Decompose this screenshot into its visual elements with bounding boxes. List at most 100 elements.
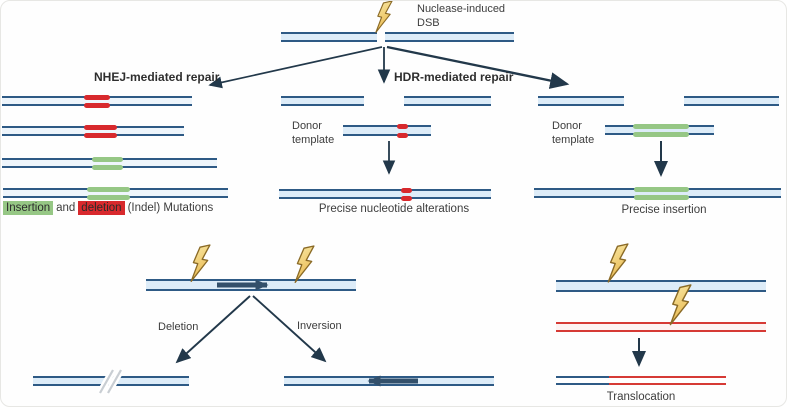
- dna-strand-bottom: [404, 104, 491, 106]
- dna-fill: [556, 323, 766, 331]
- dna-fill: [556, 281, 766, 291]
- dna-strand-top: [281, 32, 377, 34]
- nhej-row-insertion-1: [2, 156, 217, 170]
- lightning-bolt-icon: [375, 1, 393, 33]
- dna-strand-top: [343, 125, 431, 127]
- caption-and: and: [56, 202, 76, 214]
- deletion-segment: [84, 132, 117, 138]
- hdr-donor-template-dna: [343, 123, 431, 138]
- dna-strand-bottom: [684, 104, 779, 106]
- dna-strand-bottom: [343, 134, 431, 136]
- nhej-row-deletion-1: [2, 94, 192, 108]
- nhej-row-deletion-2: [2, 124, 184, 138]
- dna-strand-top: [146, 279, 356, 281]
- nhej-row-insertion-2: [3, 186, 228, 200]
- chromosome-blue-dna: [556, 280, 766, 292]
- dsb-dna-right: [385, 32, 514, 42]
- insertion-donor-template-label: Donor template: [552, 120, 595, 146]
- insertion-segment: [92, 164, 123, 170]
- dna-fill: [2, 97, 192, 105]
- translocation-product-dna: [556, 376, 726, 385]
- insertion-segment: [87, 194, 130, 200]
- deletion-segment: [84, 94, 110, 100]
- lightning-bolt-icon: [607, 243, 629, 283]
- hdr-product-dna: [279, 187, 491, 201]
- dna-strand-bottom: [146, 289, 356, 291]
- dna-strand-bottom: [556, 330, 766, 332]
- dna-strand-top: [281, 96, 364, 98]
- dna-strand-top: [556, 322, 766, 324]
- insertion-segment: [87, 186, 130, 192]
- translocation-caption: Translocation: [606, 391, 676, 403]
- dna-strand-bottom: [538, 104, 624, 106]
- dna-strand-top: [538, 96, 624, 98]
- dna-fill: [281, 33, 377, 41]
- hdr-title: HDR-mediated repair: [394, 70, 514, 84]
- deletion-segment: [84, 102, 110, 108]
- chromosome-red-dna: [556, 322, 766, 332]
- insert-segment: [634, 194, 689, 200]
- dna-fill: [343, 126, 431, 135]
- dna-strand-top: [684, 96, 779, 98]
- insert-segment: [634, 186, 689, 192]
- dna-strand-top: [33, 376, 189, 378]
- insertion-broken-dna-right: [684, 96, 779, 106]
- insertion-highlight: Insertion: [3, 201, 54, 216]
- dsb-label: Nuclease-induced DSB: [417, 3, 506, 29]
- dna-fill: [605, 126, 714, 134]
- hdr-donor-template-label: Donor template: [292, 120, 335, 146]
- insertion-product-dna: [534, 186, 781, 200]
- nucleotide-alteration-mark: [397, 123, 408, 129]
- caption-rest: (Indel) Mutations: [127, 202, 214, 214]
- dna-fill: [556, 377, 726, 384]
- insert-segment: [633, 123, 689, 129]
- dna-fill: [684, 97, 779, 105]
- dna-strand-bottom: [556, 383, 726, 385]
- insertion-segment: [92, 156, 123, 162]
- dna-strand-bottom: [385, 40, 514, 42]
- two-cut-dna: [146, 279, 356, 291]
- inversion-label: Inversion: [297, 320, 342, 332]
- deletion-highlight: deletion: [78, 201, 125, 216]
- dna-strand-top: [284, 376, 494, 378]
- dna-strand-bottom: [556, 290, 766, 292]
- insert-segment: [633, 131, 689, 137]
- dna-strand-bottom: [284, 384, 494, 386]
- nucleotide-alteration-mark: [401, 187, 412, 193]
- precise-insertion-caption: Precise insertion: [621, 204, 707, 216]
- dna-fill: [534, 189, 781, 197]
- insertion-donor-template-dna: [605, 123, 714, 137]
- nucleotide-alteration-mark: [401, 195, 412, 201]
- inversion-product-dna: [284, 376, 494, 386]
- dna-strand-top: [385, 32, 514, 34]
- dna-fill: [2, 159, 217, 167]
- dna-strand-top: [279, 189, 491, 191]
- dna-strand-bottom: [281, 104, 364, 106]
- lightning-bolt-icon: [190, 244, 211, 282]
- nhej-title: NHEJ-mediated repair: [94, 70, 220, 84]
- precise-alterations-caption: Precise nucleotide alterations: [318, 203, 470, 215]
- dna-strand-bottom: [279, 197, 491, 199]
- dna-fill: [279, 190, 491, 198]
- arrow-to-nhej: [208, 46, 383, 89]
- dna-strand-top: [556, 376, 726, 378]
- deletion-label: Deletion: [158, 321, 199, 333]
- insertion-broken-dna-left: [538, 96, 624, 106]
- deletion-segment: [84, 124, 117, 130]
- hdr-broken-dna-left: [281, 96, 364, 106]
- nucleotide-alteration-mark: [397, 132, 408, 138]
- dna-fill: [404, 97, 491, 105]
- dna-fill: [2, 127, 184, 135]
- hdr-broken-dna-right: [404, 96, 491, 106]
- lightning-bolt-icon: [294, 245, 315, 283]
- dna-fill: [385, 33, 514, 41]
- dna-strand-top: [404, 96, 491, 98]
- dna-fill: [281, 97, 364, 105]
- deletion-product-dna: [33, 376, 189, 386]
- dna-strand-top: [556, 280, 766, 282]
- dna-strand-bottom: [281, 40, 377, 42]
- dna-fill: [3, 189, 228, 197]
- dna-fill: [538, 97, 624, 105]
